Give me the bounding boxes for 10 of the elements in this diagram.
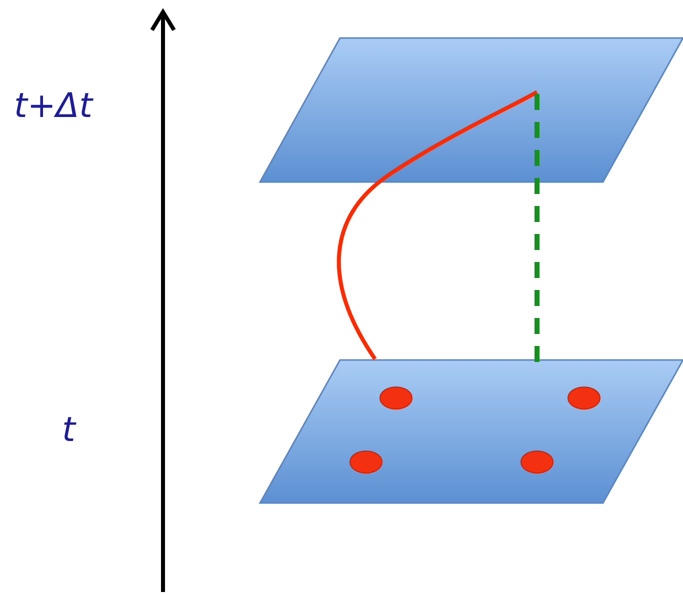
- curve-line: [337, 90, 538, 360]
- dashed-line: [534, 92, 540, 362]
- plane: [260, 360, 683, 503]
- time-label: t+Δt: [14, 86, 92, 126]
- plane: [260, 38, 683, 182]
- particle-dot: [379, 386, 413, 410]
- particle-dot: [520, 450, 554, 474]
- particle-dot: [349, 450, 383, 474]
- particle-dot: [567, 386, 601, 410]
- time-label: t: [62, 410, 76, 450]
